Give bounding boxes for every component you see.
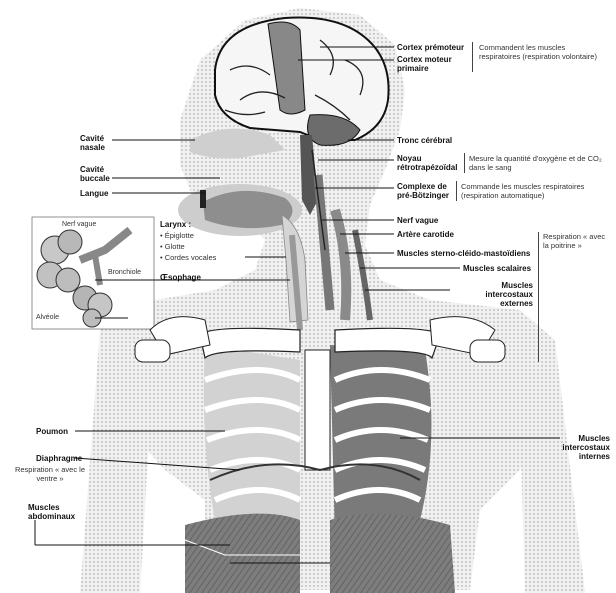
label-complexe: Complexe de pré-Bötzinger (397, 182, 457, 200)
label-cortex-premoteur: Cortex prémoteur (397, 43, 464, 52)
label-bronchiole: Bronchiole (108, 268, 141, 277)
poitrine-bracket (538, 232, 539, 362)
label-intercostaux-externes: Muscles intercostaux externes (453, 281, 533, 308)
label-cortex-moteur: Cortex moteur primaire (397, 55, 459, 73)
note-noyau: Mesure la quantité d'oxygène et de CO₂ d… (469, 154, 609, 172)
label-oesophage: Œsophage (160, 273, 201, 282)
label-tronc: Tronc cérébral (397, 136, 452, 145)
label-langue: Langue (80, 189, 108, 198)
cortex-bracket (472, 42, 473, 72)
label-scalaires: Muscles scalaires (463, 264, 531, 273)
label-cavite-nasale: Cavité nasale (80, 134, 114, 152)
label-poumon: Poumon (36, 427, 68, 436)
label-glotte: • Glotte (160, 242, 185, 251)
label-epiglotte: • Épiglotte (160, 231, 194, 240)
note-cortex: Commandent les muscles respiratoires (re… (479, 43, 599, 61)
label-diaphragme: Diaphragme (36, 454, 82, 463)
label-sterno: Muscles sterno-cléido-mastoïdiens (397, 249, 530, 258)
note-ventre: Respiration « avec le ventre » (10, 465, 90, 483)
label-intercostaux-internes: Muscles intercostaux internes (540, 434, 610, 461)
label-cavite-buccale: Cavité buccale (80, 165, 114, 183)
label-nerf-vague: Nerf vague (397, 216, 438, 225)
label-abdominaux: Muscles abdominaux (28, 503, 88, 521)
label-noyau: Noyau rétrotrapézoïdal (397, 154, 467, 172)
complexe-bracket (456, 181, 457, 201)
tongue (203, 191, 293, 228)
noyau-bracket (464, 153, 465, 173)
label-artere: Artère carotide (397, 230, 454, 239)
label-cordes-vocales: • Cordes vocales (160, 253, 216, 262)
label-inset-nerf-vague: Nerf vague (62, 220, 96, 229)
note-poitrine: Respiration « avec la poitrine » (543, 232, 613, 250)
label-alveole: Alvéole (36, 313, 59, 322)
note-complexe: Commande les muscles respiratoires (resp… (461, 182, 611, 200)
label-larynx: Larynx : (160, 220, 191, 229)
